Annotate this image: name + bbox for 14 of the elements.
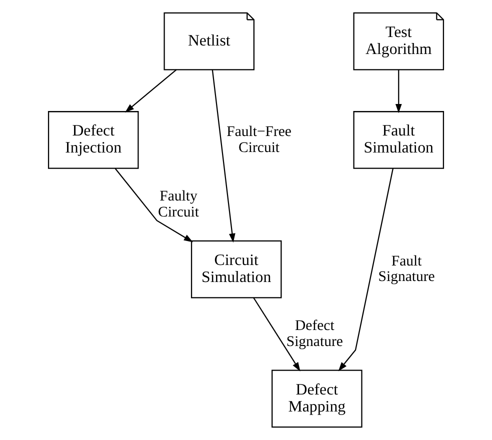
node-box: Defect Mapping: [272, 370, 362, 428]
arrow: [253, 297, 300, 372]
arrow: [212, 70, 236, 243]
edge-label: Fault Signature: [378, 253, 435, 286]
arrow: [114, 168, 193, 242]
node-box: Defect Injection: [48, 111, 139, 169]
edge-label: Faulty Circuit: [158, 188, 199, 220]
node-box: Circuit Simulation: [190, 240, 282, 298]
edge-label: Defect Signature: [286, 318, 343, 350]
arrow: [338, 168, 394, 372]
arrow: [395, 70, 402, 114]
edge-label: Fault−Free Circuit: [226, 124, 292, 156]
node-box: Fault Simulation: [353, 111, 444, 169]
arrow: [124, 69, 177, 113]
